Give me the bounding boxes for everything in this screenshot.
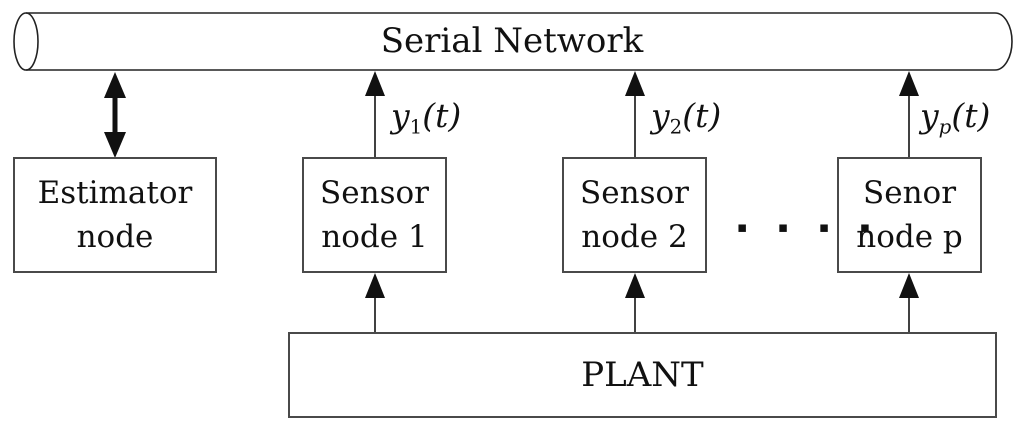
sensor1-to-network-arrow bbox=[365, 71, 385, 157]
sensor-node-2-label-line2: node 2 bbox=[581, 219, 688, 255]
signal-y1-args: (t) bbox=[422, 96, 462, 135]
estimator-node-label-line2: node bbox=[76, 219, 154, 255]
sensor-node-1-label-line2: node 1 bbox=[321, 219, 428, 255]
signal-y2-args: (t) bbox=[682, 96, 722, 135]
plant-label: PLANT bbox=[581, 355, 704, 395]
ellipsis-dots: ▪ ▪ ▪ ▪ bbox=[737, 218, 883, 236]
plant-to-sensorp-arrow bbox=[899, 273, 919, 332]
signal-y2-subscript: 2 bbox=[669, 115, 683, 139]
signal-yp-subscript: p bbox=[938, 115, 952, 139]
estimator-node-box: Estimator node bbox=[13, 157, 217, 273]
sensorp-to-network-arrow bbox=[899, 71, 919, 157]
sensor2-to-network-arrow bbox=[625, 71, 645, 157]
signal-y1-subscript: 1 bbox=[409, 115, 423, 139]
signal-label-yp: yp(t) bbox=[920, 93, 990, 139]
sensor-node-2-box: Sensor node 2 bbox=[562, 157, 707, 273]
sensor-node-1-box: Sensor node 1 bbox=[302, 157, 447, 273]
plant-to-sensor1-arrow bbox=[365, 273, 385, 332]
signal-label-y2: y2(t) bbox=[651, 93, 721, 139]
signal-label-y1: y1(t) bbox=[391, 93, 461, 139]
sensor-node-p-label-line1: Senor bbox=[862, 175, 957, 211]
estimator-node-label-line1: Estimator bbox=[37, 175, 193, 211]
sensor-node-p-label-line2: node p bbox=[856, 219, 963, 255]
signal-yp-args: (t) bbox=[951, 96, 991, 135]
sensor-node-1-label-line1: Sensor bbox=[320, 175, 429, 211]
plant-to-sensor2-arrow bbox=[625, 273, 645, 332]
signal-y2-base: y bbox=[651, 96, 670, 135]
serial-network-label: Serial Network bbox=[380, 21, 644, 61]
sensor-node-2-label-line1: Sensor bbox=[580, 175, 689, 211]
estimator-network-double-arrow bbox=[104, 72, 126, 158]
plant-box: PLANT bbox=[288, 332, 997, 418]
signal-yp-base: y bbox=[920, 96, 939, 135]
signal-y1-base: y bbox=[391, 96, 410, 135]
sensor-node-p-box: Senor node p bbox=[837, 157, 982, 273]
